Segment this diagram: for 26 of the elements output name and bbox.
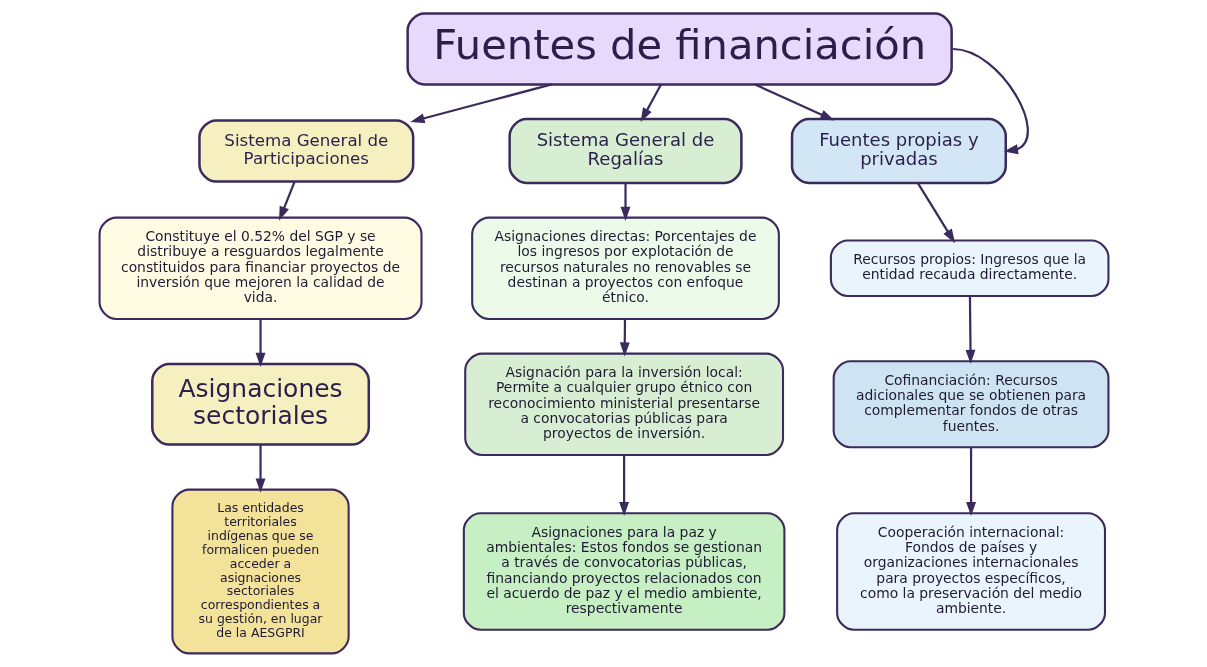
arrow xyxy=(952,47,1029,155)
node-box: Cooperación internacional: Fondos de países y organizaciones internacionales para proyectos específicos, como la preservación del medio ambiente. xyxy=(835,512,1106,631)
node-box: Recursos propios: Ingresos que la entidad recauda directamente. xyxy=(829,239,1109,298)
arrow xyxy=(965,296,975,365)
node-box: Fuentes propias y privadas xyxy=(790,117,1007,185)
node-box: Asignación para la inversión local: Permite a cualquier grupo étnico con reconocimiento ministerial presentarse a convocatorias públicas para proyectos de inversión. xyxy=(463,352,784,456)
arrow xyxy=(618,455,629,517)
node-box: Cofinanciación: Recursos adicionales que se obtienen para complementar fondos de otras fuentes. xyxy=(832,360,1109,449)
arrow xyxy=(255,319,265,367)
node-box: Fuentes de financiación xyxy=(405,12,953,86)
arrow xyxy=(965,447,976,517)
node-box: Asignaciones directas: Porcentajes de los ingresos por explotación de recursos naturales no renovables se destinan a proyectos con enfoque étnico. xyxy=(470,216,780,320)
arrow xyxy=(409,83,552,124)
node-box: Asignaciones sectoriales xyxy=(150,362,370,446)
node-box: Constituye el 0.52% del SGP y se distribuye a resguardos legalmente constituidos para financiar proyectos de inversión que mejoren la calidad de vida. xyxy=(98,216,423,320)
node-box: Asignaciones para la paz y ambientales: Estos fondos se gestionan a través de convocatorias públicas, financiando proyectos relacionados con el acuerdo de paz y el medio ambiente, respectivamente xyxy=(462,512,785,631)
node-box: Sistema General de Regalías xyxy=(507,117,743,185)
arrow xyxy=(640,84,662,122)
arrow xyxy=(255,444,265,493)
node-box: Las entidades territoriales indígenas que se formalicen pueden acceder a asignaciones sectoriales correspondientes a su gestión, en lugar de la AESGPRI xyxy=(170,488,350,655)
node-box: Sistema General de Participaciones xyxy=(197,119,414,183)
arrow xyxy=(620,183,630,221)
arrow xyxy=(619,319,630,357)
arrow xyxy=(754,83,834,121)
arrow xyxy=(916,182,955,244)
arrow xyxy=(278,181,296,221)
